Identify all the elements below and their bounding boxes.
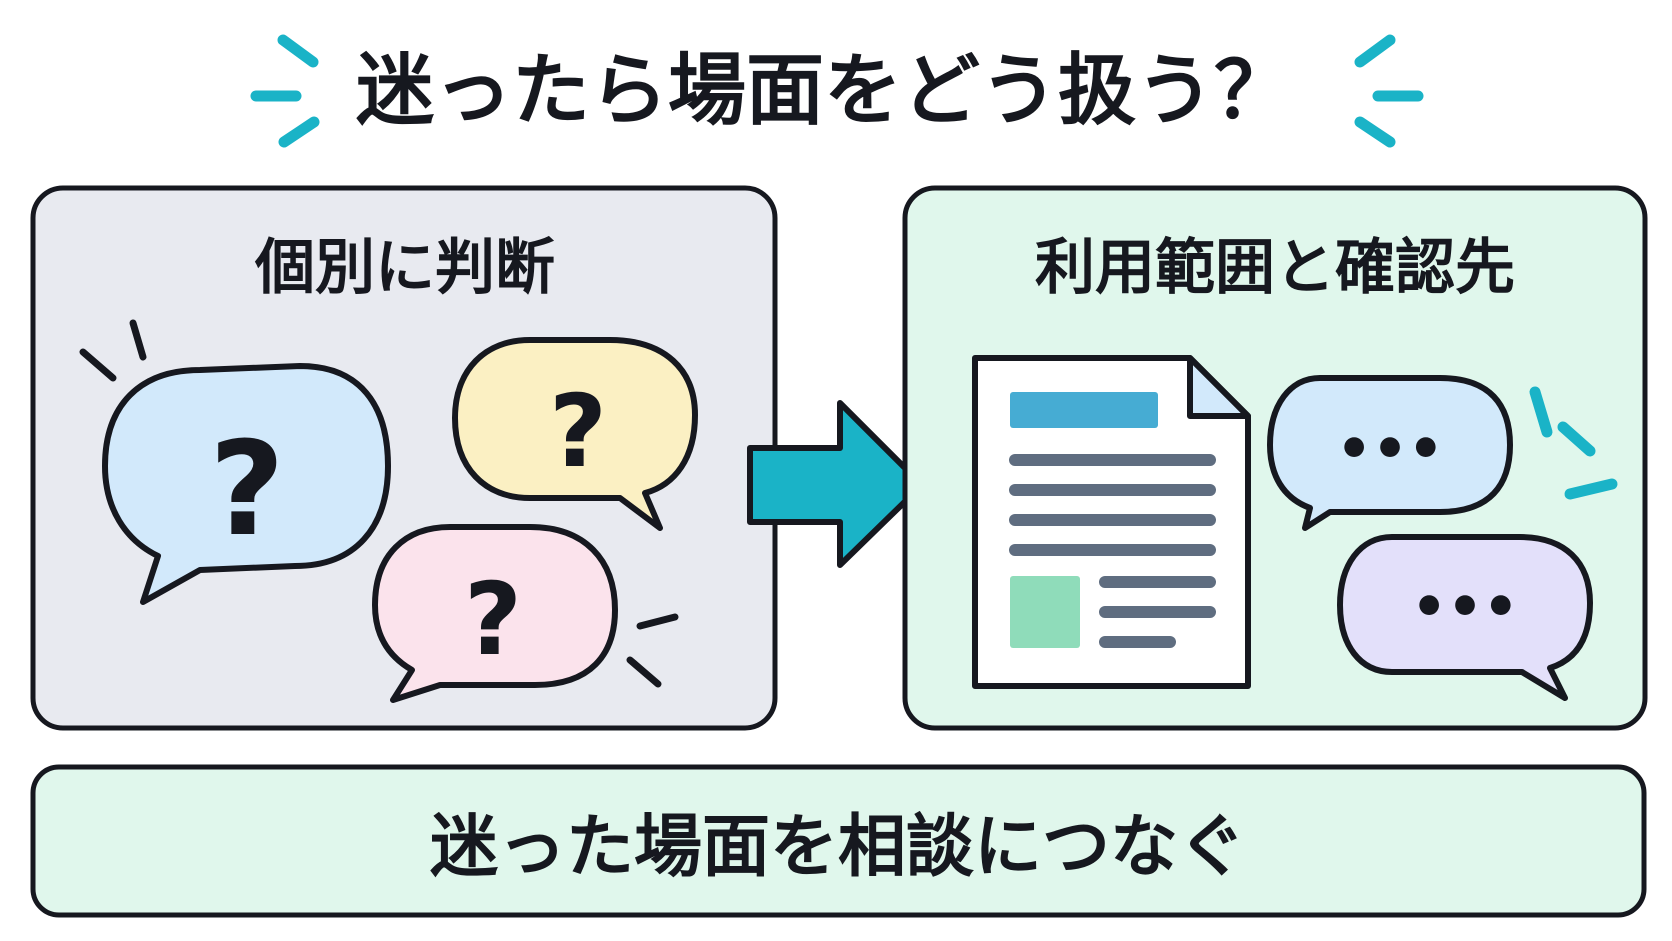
ellipsis-icon: ••• xyxy=(1336,417,1443,482)
bottom-banner: 迷った場面を相談につなぐ xyxy=(30,764,1647,918)
left-panel-burst-icon xyxy=(79,319,147,382)
page-title: 迷ったら場面をどう扱う？ xyxy=(356,46,1292,136)
question-bubble-pink: ? xyxy=(372,524,618,703)
chat-bubble-blue: ••• xyxy=(1267,375,1513,531)
question-bubble-blue: ? xyxy=(102,363,391,605)
left-panel: 個別に判断 ? ? ? xyxy=(30,185,778,731)
ellipsis-icon: ••• xyxy=(1411,575,1518,640)
question-bubble-yellow: ? xyxy=(452,337,698,531)
right-panel: 利用範囲と確認先 ••• ••• xyxy=(902,185,1648,731)
pink-bubble-burst-icon xyxy=(626,613,679,688)
right-panel-heading: 利用範囲と確認先 xyxy=(1035,233,1515,303)
bottom-banner-text: 迷った場面を相談につなぐ xyxy=(430,808,1246,887)
chat-bubble-lavender: ••• xyxy=(1337,534,1593,701)
question-mark-icon: ? xyxy=(549,373,607,490)
left-panel-heading: 個別に判断 xyxy=(254,233,555,303)
question-mark-icon: ? xyxy=(464,561,522,678)
title-sparkle-right-icon xyxy=(1354,34,1424,148)
document-icon xyxy=(972,355,1251,689)
arrow-right-icon xyxy=(747,400,925,568)
title-sparkle-left-icon xyxy=(250,34,320,148)
question-mark-icon: ? xyxy=(209,413,284,565)
chat-sparkle-icon xyxy=(1529,386,1618,500)
